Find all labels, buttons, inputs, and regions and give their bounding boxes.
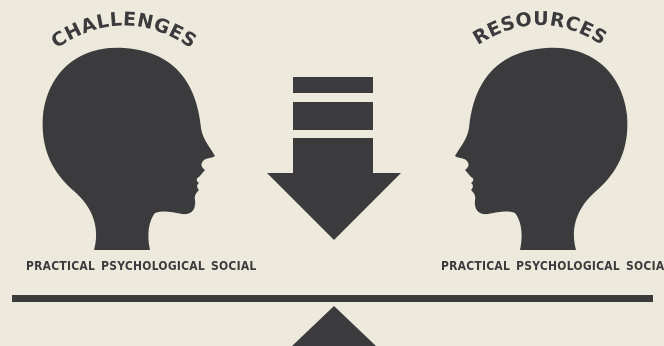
- category-social: SOCIAL: [626, 258, 664, 273]
- category-psychological: PSYCHOLOGICAL: [101, 258, 206, 273]
- category-practical: PRACTICAL: [441, 258, 511, 273]
- left-head-icon: [42, 47, 216, 250]
- category-social: SOCIAL: [211, 258, 257, 273]
- challenges-title: CHALLENGES: [47, 8, 200, 52]
- fulcrum-triangle: [292, 306, 376, 346]
- right-head-icon: [455, 47, 628, 250]
- challenges-categories: PRACTICAL PSYCHOLOGICAL SOCIAL: [26, 258, 257, 278]
- down-arrow-icon: [267, 77, 401, 240]
- resources-categories: PRACTICAL PSYCHOLOGICAL SOCIAL: [441, 258, 664, 278]
- category-psychological: PSYCHOLOGICAL: [516, 258, 621, 273]
- balance-beam: [12, 295, 653, 302]
- category-practical: PRACTICAL: [26, 258, 96, 273]
- resources-title: RESOURCES: [469, 8, 611, 50]
